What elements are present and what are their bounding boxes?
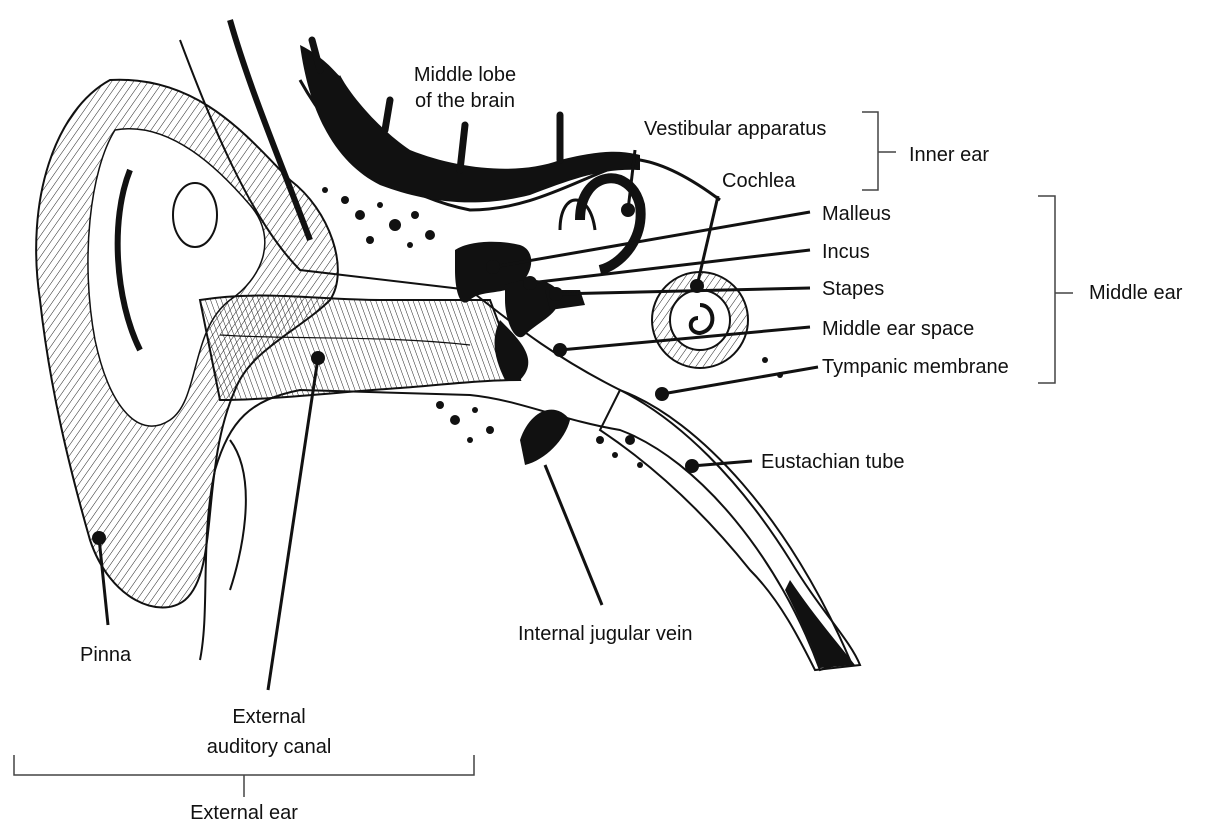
label-eustachian-tube: Eustachian tube [761,450,904,474]
label-inner-ear: Inner ear [909,143,989,167]
bracket-middle-ear [1038,196,1073,383]
label-middle-ear-space: Middle ear space [822,317,974,341]
label-external-ear: External ear [190,801,298,825]
label-middle-lobe: Middle lobe of the brain [414,62,516,114]
bracket-inner-ear [862,112,896,190]
label-pinna: Pinna [80,643,131,667]
label-cochlea: Cochlea [722,169,795,193]
jugular-vein-shape [520,410,570,465]
label-incus: Incus [822,240,870,264]
vestibular-shape [560,178,641,270]
label-vestibular-apparatus: Vestibular apparatus [644,117,826,141]
label-stapes: Stapes [822,277,884,301]
label-tympanic-membrane: Tympanic membrane [822,355,1009,379]
label-middle-ear: Middle ear [1089,281,1182,305]
label-internal-jugular-vein: Internal jugular vein [518,622,693,646]
auditory-canal-shape [200,296,520,400]
label-external-auditory-canal: External auditory canal [207,702,332,762]
label-malleus: Malleus [822,202,891,226]
